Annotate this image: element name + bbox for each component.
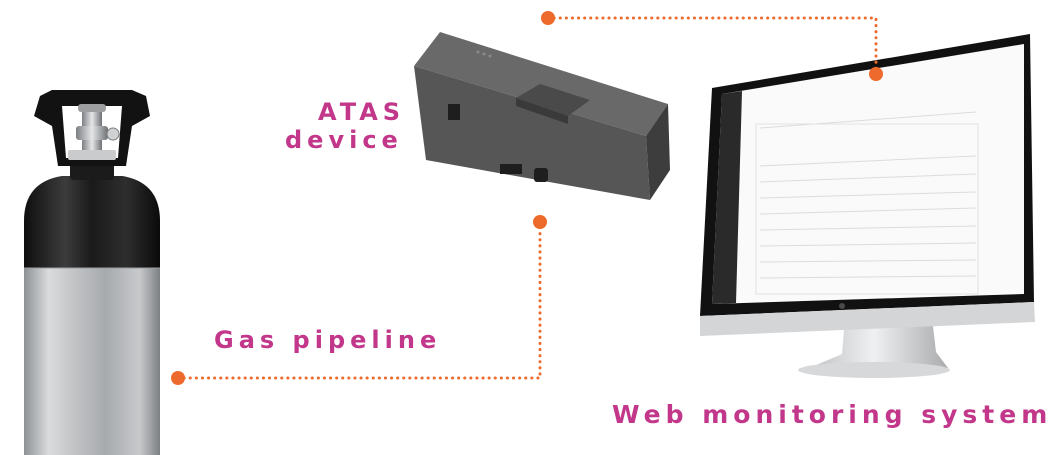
connector-dot-cylinder <box>171 371 185 385</box>
connector-cylinder-to-device <box>171 215 547 385</box>
gas-pipeline-label: Gas pipeline <box>214 326 442 354</box>
atas-device-illustration <box>414 32 670 200</box>
connector-device-to-monitor <box>541 11 883 81</box>
gas-cylinder-illustration <box>24 90 160 455</box>
atas-device-label-line2: device <box>285 126 403 154</box>
web-monitoring-system-label: Web monitoring system <box>612 400 1053 429</box>
desktop-monitor-illustration <box>700 34 1035 378</box>
connector-dot-monitor <box>869 67 883 81</box>
connector-dot-device <box>533 215 547 229</box>
atas-device-label-line1: ATAS <box>318 98 406 126</box>
connector-dot-top <box>541 11 555 25</box>
